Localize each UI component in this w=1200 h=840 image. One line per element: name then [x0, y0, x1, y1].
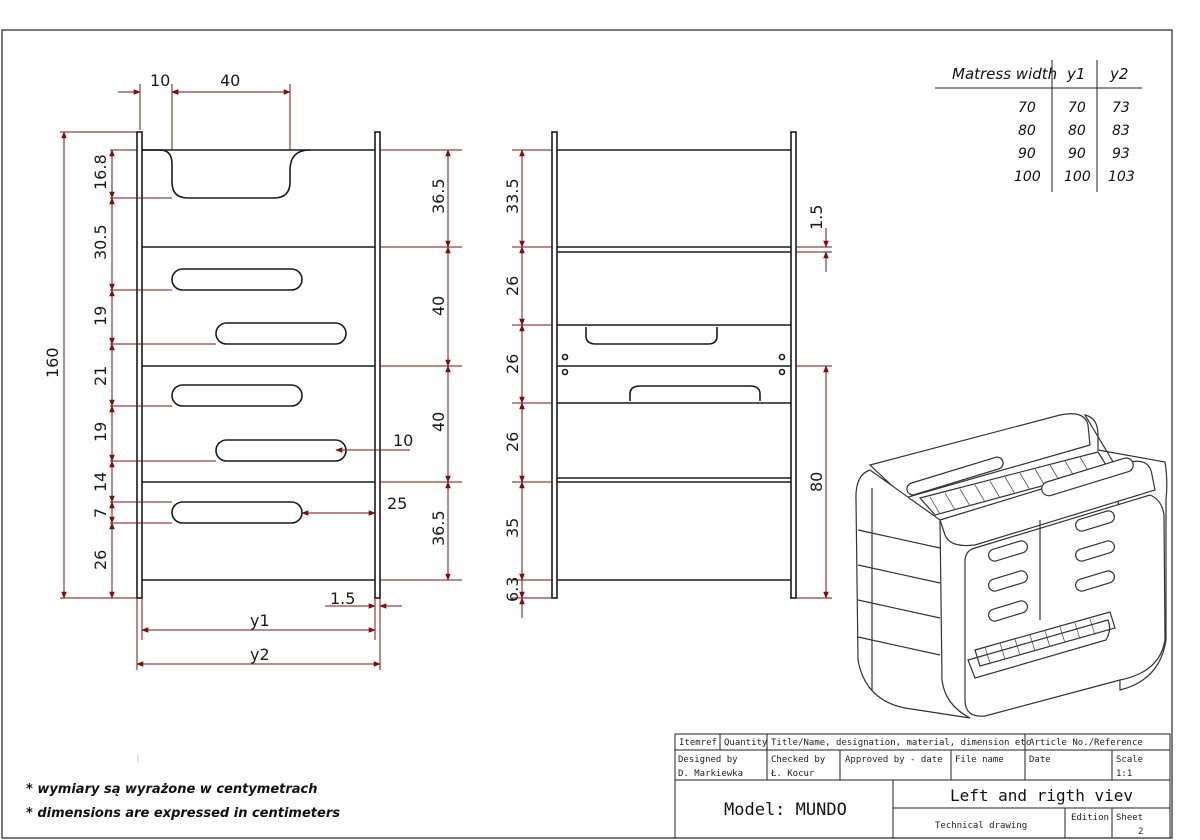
slot-5: [171, 501, 303, 524]
tb-article-label: Article No./Reference: [1029, 738, 1143, 748]
table-cell: 90: [1018, 146, 1036, 162]
dim-40a: 40: [429, 296, 448, 316]
dim-y1: y1: [250, 611, 270, 630]
right-view-dimensions: [512, 149, 832, 618]
dim-slot-10: 10: [393, 431, 413, 450]
slot-4: [215, 439, 347, 462]
dim-slot-25: 25: [387, 494, 407, 513]
tb-scale-label: Scale: [1116, 755, 1143, 765]
dim-thick-1-5: 1.5: [330, 589, 355, 608]
tb-drawing-type: Technical drawing: [935, 821, 1027, 831]
dim-26a: 26: [503, 276, 522, 296]
dim-26: 26: [91, 550, 110, 570]
right-view: [551, 131, 797, 599]
tb-designed-by: D. Markiewka: [678, 769, 743, 779]
dim-total-160: 160: [43, 347, 62, 378]
right-view-slot-bottom: [629, 385, 761, 401]
tb-quantity: Quantity: [724, 738, 768, 748]
right-post: [374, 131, 381, 599]
table-cell: 80: [1018, 123, 1036, 139]
tb-file-label: File name: [955, 755, 1004, 765]
table-cell: 70: [1068, 100, 1086, 116]
tb-sheet-label: Sheet: [1116, 813, 1143, 823]
title-block: [674, 733, 1171, 839]
table-rows: 70 70 73 80 80 83 90 90 93 100 100 103: [1014, 100, 1135, 185]
table-header-y1: y1: [1066, 65, 1085, 83]
table-header-width: Matress width: [952, 65, 1057, 83]
dim-16-8: 16.8: [91, 154, 110, 190]
dim-6-3: 6.3: [503, 577, 522, 602]
table-cell: 93: [1112, 146, 1130, 162]
isometric-bed-drawing: [855, 413, 1168, 719]
tb-checked-label: Checked by: [771, 755, 826, 765]
tb-sheet: 2: [1138, 827, 1143, 837]
dim-7: 7: [91, 508, 110, 518]
slot-3: [171, 384, 303, 407]
dim-36-5b: 36.5: [429, 510, 448, 546]
tb-itemref: Itemref: [679, 738, 717, 748]
dim-80: 80: [807, 472, 826, 492]
table-cell: 90: [1068, 146, 1086, 162]
dim-top-40: 40: [220, 71, 240, 90]
top-cutout: [142, 149, 311, 199]
drawing-frame: [1, 29, 1173, 839]
table-cell: 100: [1064, 169, 1091, 185]
table-cell: 80: [1068, 123, 1086, 139]
dim-1-5-right: 1.5: [807, 205, 826, 230]
tb-date-label: Date: [1029, 755, 1051, 765]
dim-21: 21: [91, 366, 110, 386]
right-view-post-left: [551, 131, 558, 599]
dim-26c: 26: [503, 432, 522, 452]
tb-title-label: Title/Name, designation, material, dimen…: [771, 738, 1031, 748]
left-view-dimensions: [60, 84, 462, 670]
dim-33-5: 33.5: [503, 178, 522, 214]
right-view-post-right: [790, 131, 797, 599]
tb-designed-label: Designed by: [678, 755, 738, 765]
headboard-panel: [142, 149, 375, 581]
left-post: [136, 131, 143, 599]
dim-19a: 19: [91, 306, 110, 326]
tb-view-title: Left and rigth viev: [950, 786, 1133, 805]
dim-36-5a: 36.5: [429, 178, 448, 214]
dim-14: 14: [91, 472, 110, 492]
slot-1: [171, 268, 303, 291]
tb-edition-label: Edition: [1071, 813, 1109, 823]
note-english: * dimensions are expressed in centimeter…: [26, 806, 340, 821]
table-cell: 103: [1108, 169, 1135, 185]
dim-top-10: 10: [150, 71, 170, 90]
mattress-table: Matress width y1 y2 70 70 73 80 80 83 90…: [935, 60, 1142, 192]
note-polish: * wymiary są wyrażone w centymetrach: [26, 782, 318, 797]
right-view-slot-top: [585, 327, 718, 345]
dim-19b: 19: [91, 422, 110, 442]
dim-30-5: 30.5: [91, 224, 110, 260]
table-cell: 100: [1014, 169, 1041, 185]
title-block-text: Itemref Quantity Title/Name, designation…: [678, 738, 1143, 837]
dim-40b: 40: [429, 412, 448, 432]
table-cell: 70: [1018, 100, 1036, 116]
tb-checked-by: Ł. Kocur: [770, 769, 815, 779]
right-view-dimension-text: 33.5 26 26 26 35 6.3 1.5 80: [503, 178, 826, 602]
tb-scale: 1:1: [1116, 769, 1132, 779]
table-cell: 73: [1112, 100, 1130, 116]
tb-model: Model: MUNDO: [724, 800, 847, 820]
left-view: [136, 131, 381, 599]
left-view-dimension-text: 10 40 160 16.8 30.5 19 21 19 14 7 26 36.…: [43, 71, 448, 664]
table-cell: 83: [1112, 123, 1130, 139]
dim-y2: y2: [250, 645, 270, 664]
dim-35: 35: [503, 518, 522, 538]
slot-2: [215, 322, 347, 345]
tb-approved-label: Approved by - date: [845, 755, 943, 765]
table-header-y2: y2: [1109, 65, 1128, 83]
dim-26b: 26: [503, 354, 522, 374]
